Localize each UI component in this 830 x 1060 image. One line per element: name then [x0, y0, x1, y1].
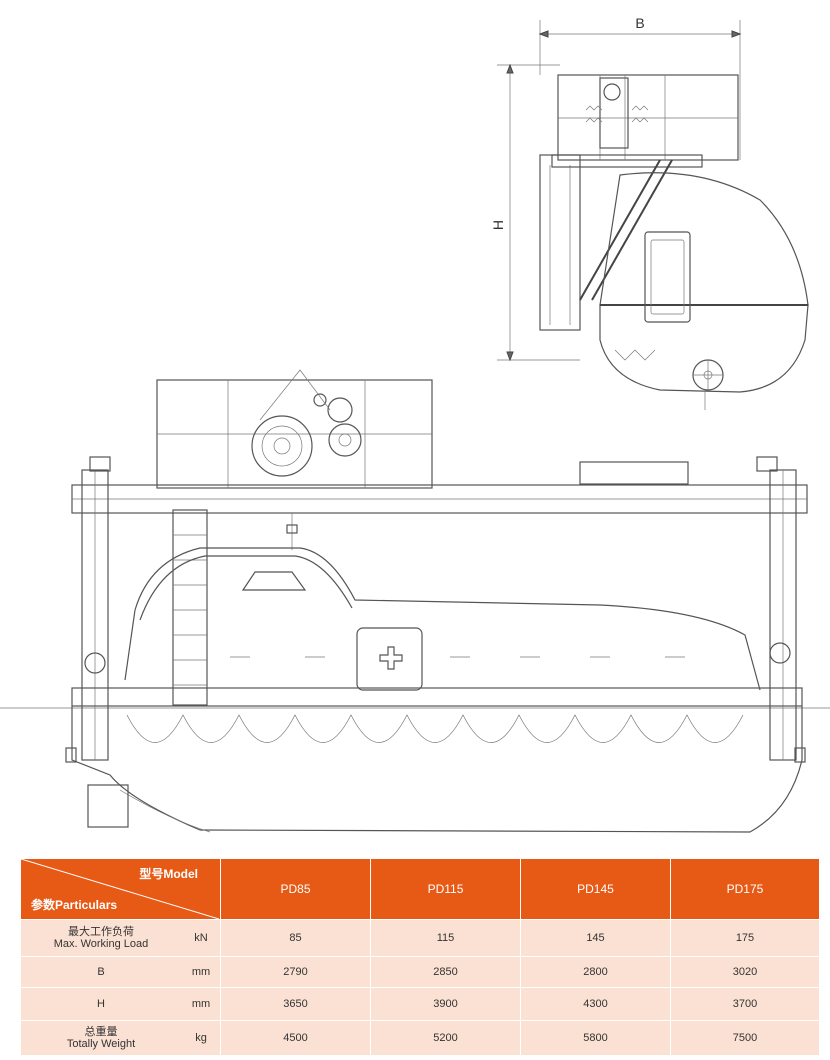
param-unit: mm: [191, 966, 211, 978]
table-cell: 4300: [520, 987, 671, 1021]
param-name-cn: H: [97, 998, 105, 1010]
dimension-b: B: [538, 15, 742, 160]
dimension-h-label: H: [490, 220, 506, 230]
param-name-cn: B: [97, 966, 105, 978]
model-label: 型号Model: [139, 867, 198, 881]
table-cell: 3700: [670, 987, 820, 1021]
table-row: B mm 2790 2850 2800 3020: [20, 956, 820, 988]
param-cell: 最大工作负荷 Max. Working Load kN: [20, 919, 221, 957]
param-name: B: [21, 966, 181, 978]
table-cell: 2850: [370, 956, 521, 988]
param-name-cn: 总重量: [84, 1026, 118, 1038]
param-name-en: Totally Weight: [66, 1038, 136, 1050]
table-cell: 5200: [370, 1020, 521, 1056]
table-row: 总重量 Totally Weight kg 4500 5200 5800 750…: [20, 1020, 820, 1056]
dimension-h: H: [490, 63, 580, 362]
param-name-en: Max. Working Load: [53, 938, 149, 950]
table-cell: 145: [520, 919, 671, 957]
param-unit: kN: [194, 932, 208, 944]
param-unit: mm: [191, 998, 211, 1010]
table-cell: 175: [670, 919, 820, 957]
table-cell: 4500: [220, 1020, 371, 1056]
param-cell: 总重量 Totally Weight kg: [20, 1020, 221, 1056]
param-unit: kg: [195, 1032, 207, 1044]
param-cell: B mm: [20, 956, 221, 988]
table-cell: 3900: [370, 987, 521, 1021]
specification-table: 型号Model 参数Particulars PD85 PD115 PD145 P…: [20, 858, 820, 1056]
model-header-pd85: PD85: [220, 858, 371, 920]
dimension-b-label: B: [635, 15, 644, 31]
particulars-label: 参数Particulars: [31, 898, 118, 912]
side-view: [0, 369, 830, 833]
param-name: 总重量 Totally Weight: [21, 1026, 181, 1050]
table-cell: 5800: [520, 1020, 671, 1056]
table-cell: 115: [370, 919, 521, 957]
davit-lifeboat-drawing: B H: [0, 15, 830, 833]
param-name-cn: 最大工作负荷: [68, 926, 134, 938]
table-cell: 2800: [520, 956, 671, 988]
param-name: 最大工作负荷 Max. Working Load: [21, 926, 181, 950]
table-header-row: 型号Model 参数Particulars PD85 PD115 PD145 P…: [20, 858, 820, 920]
param-cell: H mm: [20, 987, 221, 1021]
table-row: 最大工作负荷 Max. Working Load kN 85 115 145 1…: [20, 919, 820, 957]
diagonal-divider: [21, 859, 219, 919]
param-name: H: [21, 998, 181, 1010]
model-header-pd145: PD145: [520, 858, 671, 920]
model-header-pd115: PD115: [370, 858, 521, 920]
table-row: H mm 3650 3900 4300 3700: [20, 987, 820, 1021]
end-view: B H: [490, 15, 809, 410]
table-cell: 85: [220, 919, 371, 957]
table-cell: 3650: [220, 987, 371, 1021]
table-cell: 2790: [220, 956, 371, 988]
header-corner-cell: 型号Model 参数Particulars: [20, 858, 221, 920]
model-header-pd175: PD175: [670, 858, 820, 920]
table-cell: 3020: [670, 956, 820, 988]
table-cell: 7500: [670, 1020, 820, 1056]
